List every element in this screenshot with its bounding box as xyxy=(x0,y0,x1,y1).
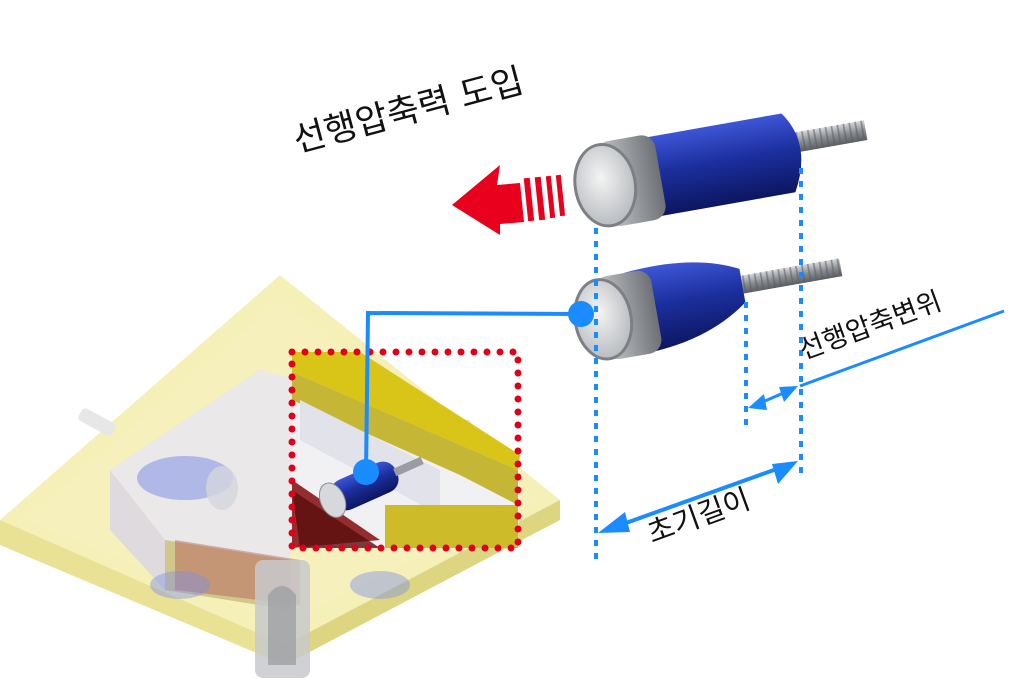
preload-displacement-arrow xyxy=(748,386,798,410)
damper-detail-highlight xyxy=(288,348,522,552)
damper-initial xyxy=(573,113,868,228)
preload-arrow xyxy=(452,165,566,235)
initial-length-arrow xyxy=(598,461,798,533)
damper-compressed xyxy=(573,258,843,361)
leader-line xyxy=(353,301,594,485)
dimension-lines xyxy=(594,168,1005,562)
